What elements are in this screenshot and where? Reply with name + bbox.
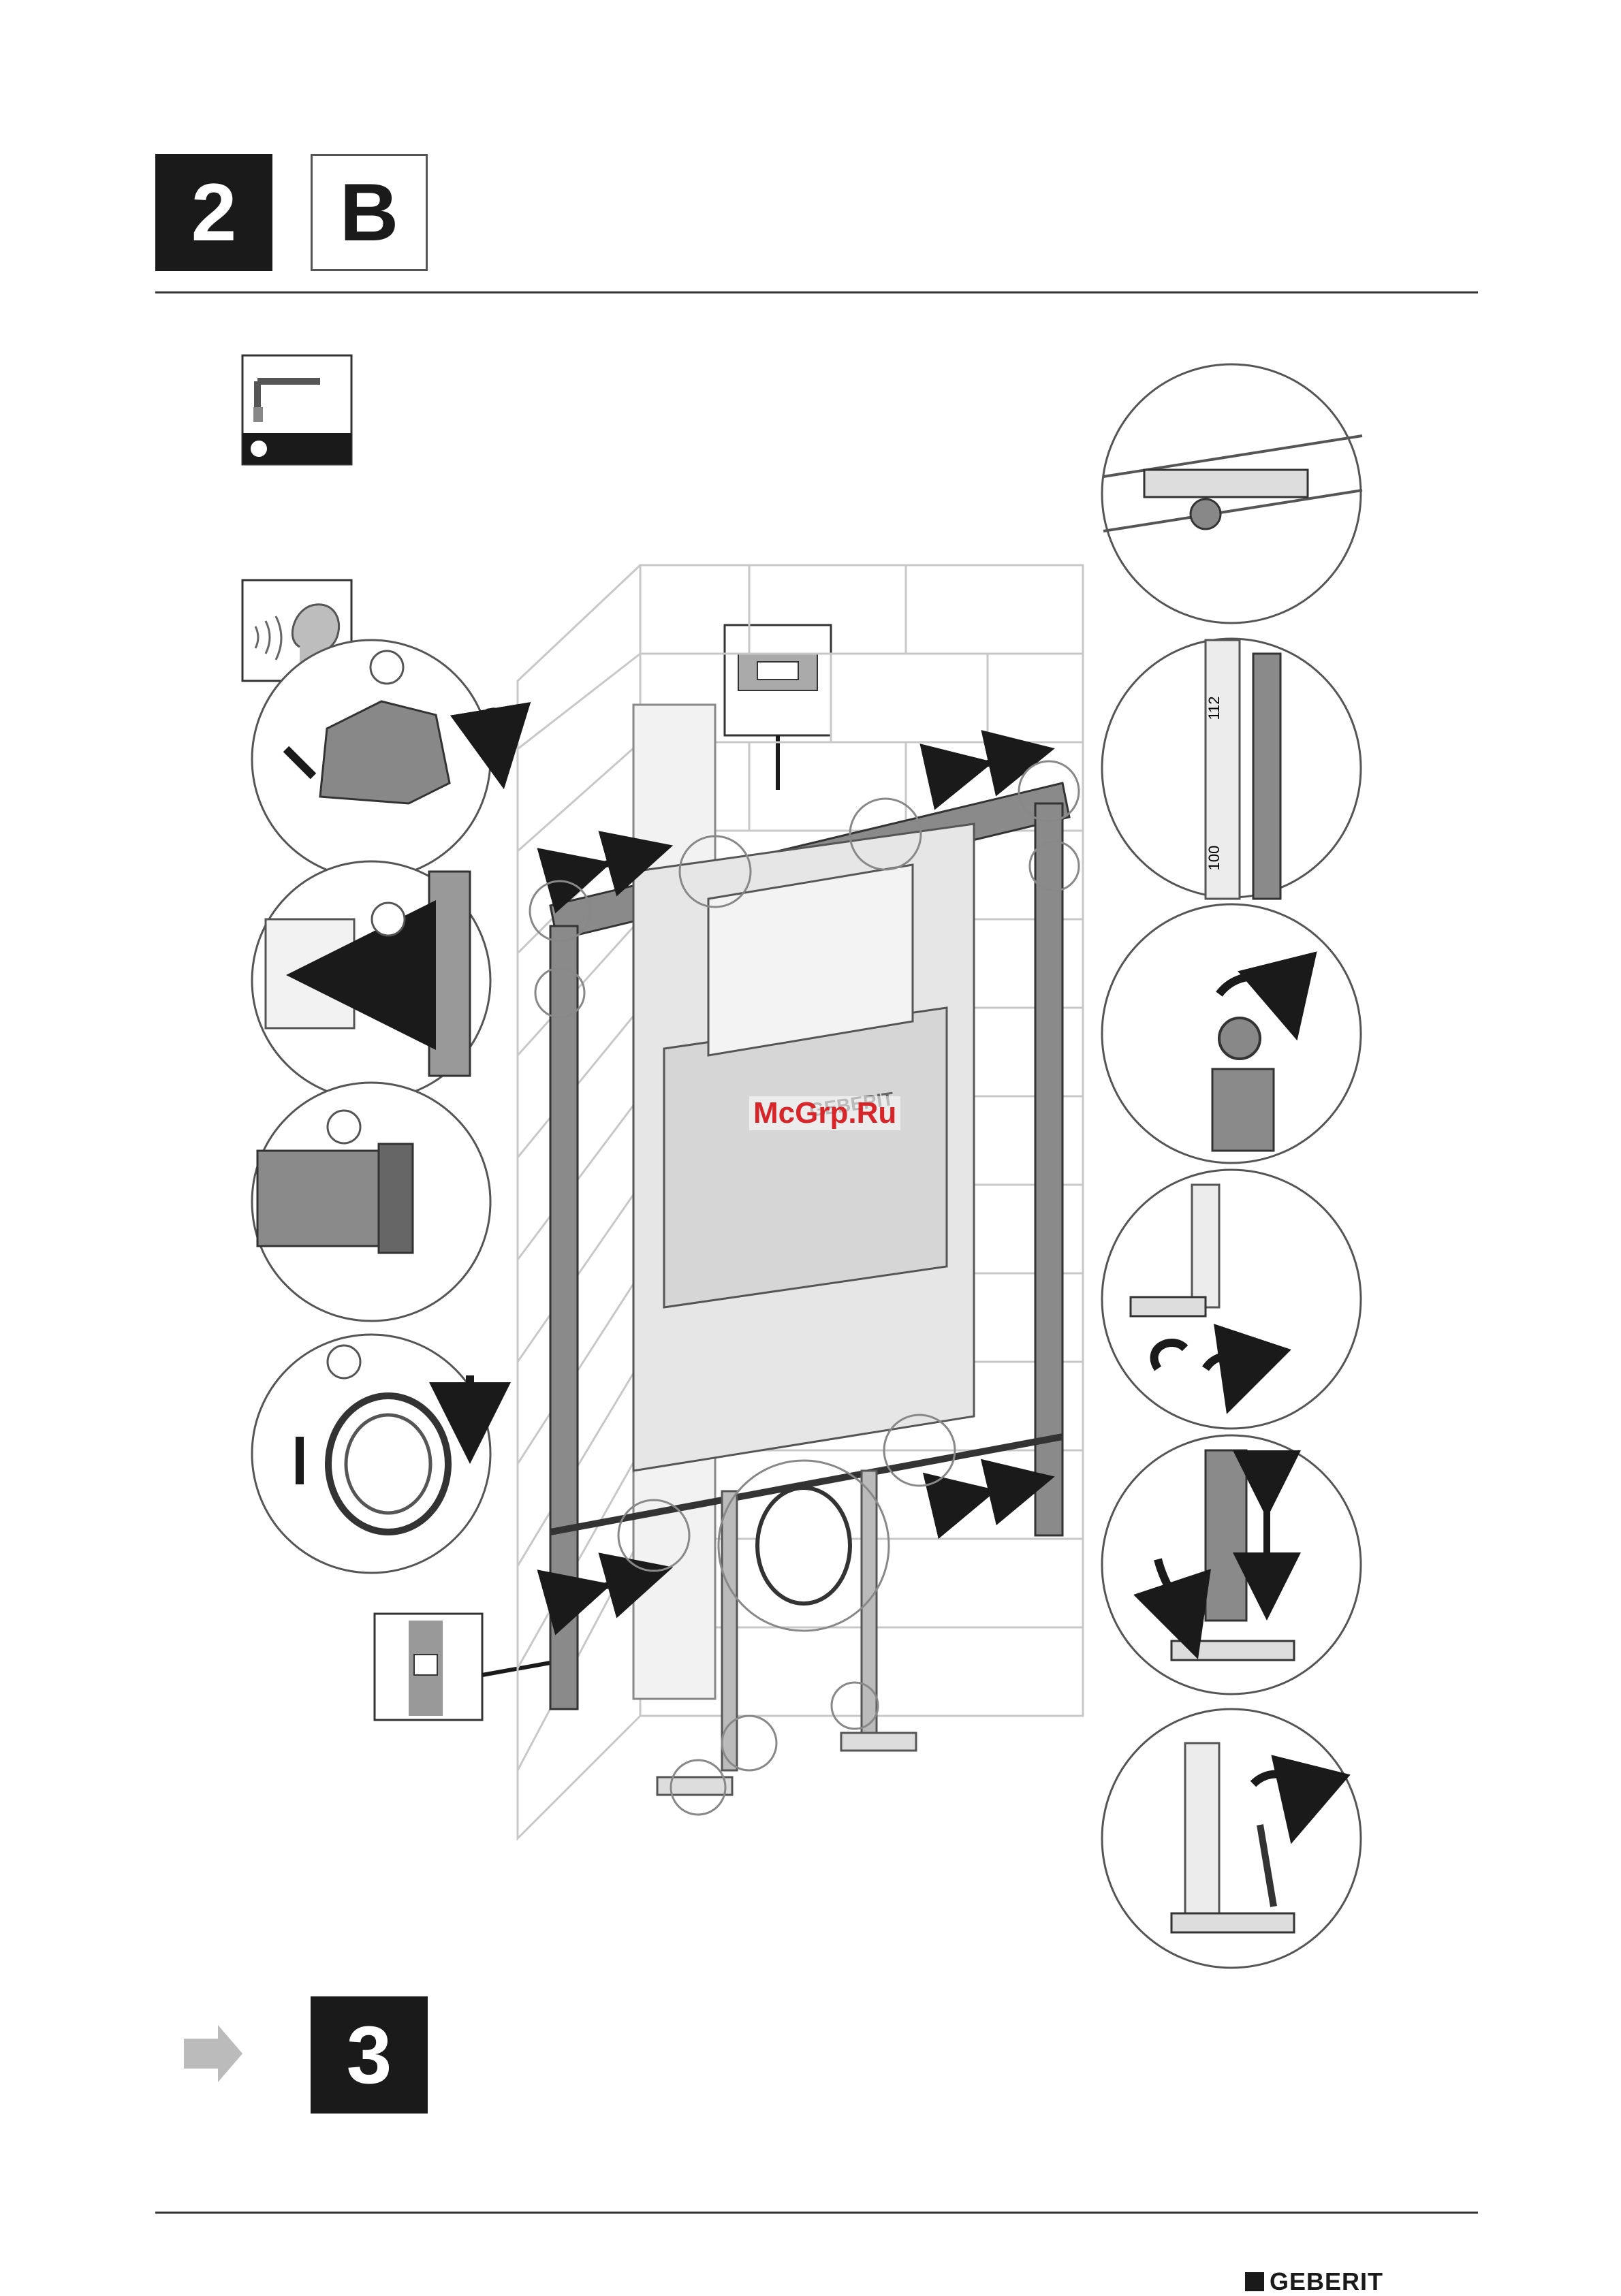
brand-text: GEBERIT: [1270, 2267, 1383, 2296]
detail-circle-scale: 112 100: [1102, 639, 1361, 899]
brand-square-icon: [1245, 2272, 1264, 2291]
spirit-level-icon: [725, 625, 831, 790]
detail-circle-bolt-turn: [1102, 904, 1361, 1163]
detail-circle-pipe-push: [252, 861, 490, 1100]
scale-mark-112: 112: [1206, 696, 1223, 720]
label-plate-icon: [375, 1614, 550, 1720]
installation-frame: [550, 783, 1069, 1795]
footer-rule: [155, 2212, 1478, 2214]
detail-circle-height-adjust: [1102, 1435, 1361, 1694]
scale-mark-100: 100: [1206, 846, 1223, 871]
watermark: McGrp.Ru: [749, 1096, 900, 1130]
detail-circle-anchor-screw: [1102, 1709, 1361, 1968]
brand-logo: GEBERIT: [1245, 2267, 1383, 2296]
next-step-number: 3: [347, 2014, 392, 2096]
detail-circle-connector: [252, 1335, 490, 1573]
hex-key-tool-icon: [242, 355, 351, 464]
detail-circle-clip: [252, 640, 497, 878]
detail-circle-foot-rotate: [1102, 1170, 1361, 1429]
next-step-arrow-icon: [184, 2025, 242, 2082]
detail-circle-rail-slide: [1102, 364, 1362, 623]
detail-circle-pipe-seated: [252, 1083, 490, 1321]
next-step-number-box: 3: [311, 1996, 428, 2114]
